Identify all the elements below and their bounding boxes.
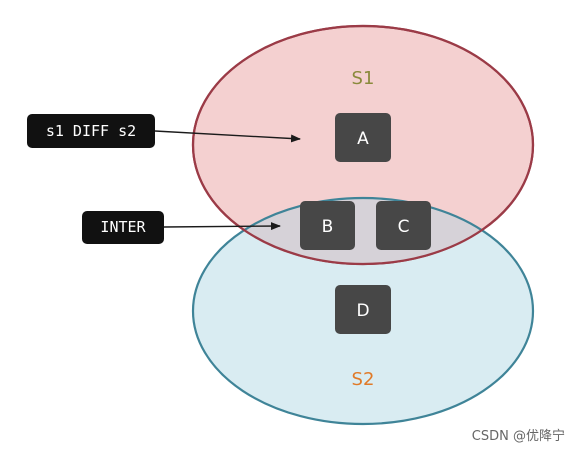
callout-inter: INTER: [82, 211, 164, 244]
element-d-label: D: [356, 301, 369, 321]
element-a-box: A: [335, 113, 391, 162]
element-c-box: C: [376, 201, 431, 250]
callout-diff-arrow: [154, 130, 301, 143]
element-d-box: D: [335, 285, 391, 334]
set-s2-label: S2: [352, 369, 375, 390]
element-b-label: B: [322, 217, 334, 237]
element-c-label: C: [398, 217, 410, 237]
element-b-box: B: [300, 201, 355, 250]
callout-inter-label: INTER: [100, 218, 146, 236]
set-s1-label: S1: [352, 68, 375, 89]
watermark: CSDN @优降宁: [472, 428, 565, 444]
callout-diff-label: s1 DIFF s2: [46, 122, 136, 140]
set-s1-outline: [191, 24, 535, 266]
callout-diff: s1 DIFF s2: [27, 114, 155, 148]
callout-inter-arrow: [163, 222, 281, 231]
element-a-label: A: [357, 129, 369, 149]
